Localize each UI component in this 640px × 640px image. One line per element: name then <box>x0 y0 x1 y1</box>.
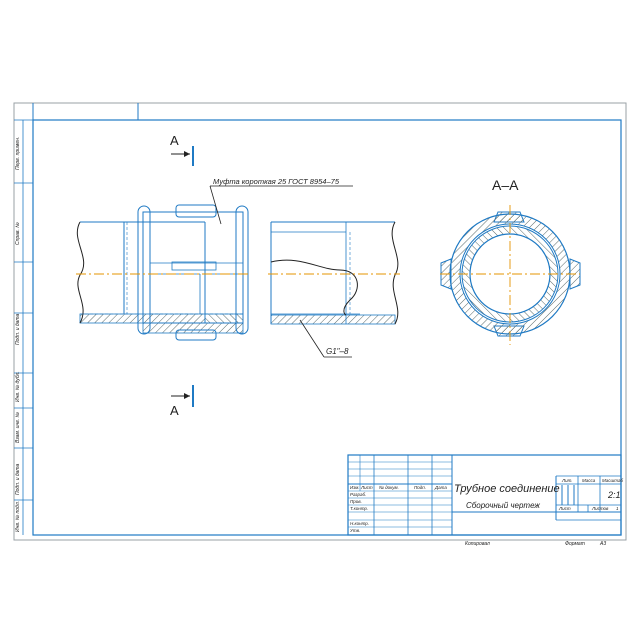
row-prov: Пров. <box>350 499 362 504</box>
label-thread: G1"–8 <box>326 347 349 356</box>
scale-label: Масштаб <box>602 478 623 483</box>
copied-label: Копировал <box>465 541 490 547</box>
right-pipe <box>268 221 400 325</box>
corner-box <box>32 103 139 121</box>
pipe-right-wall-hatch <box>270 314 396 325</box>
row-utv: Утв. <box>350 528 360 533</box>
document-type: Сборочный чертеж <box>466 501 540 510</box>
sheet-outer-border <box>13 102 627 541</box>
format-value: А3 <box>599 541 606 547</box>
coupling-body <box>142 211 244 324</box>
pipe-left-break <box>76 221 85 324</box>
coupling-hatch-bottom <box>142 322 244 334</box>
pipe-right-break <box>391 221 399 325</box>
side-cell-4: Взам. инв. № <box>15 411 21 443</box>
format-label: Формат <box>565 541 585 547</box>
col-doc: № докум. <box>379 485 399 490</box>
section-mark-top: А <box>170 133 194 166</box>
lit-label: Лит. <box>561 478 573 483</box>
sheets-label: Листов <box>591 506 609 511</box>
side-cell-5: Подп. и дата <box>15 463 21 495</box>
coupling-thread-hatch <box>204 313 244 324</box>
title-block <box>347 454 622 536</box>
section-letter-bottom: А <box>170 403 179 418</box>
sheet-frame <box>32 119 622 536</box>
section-view: А–А <box>440 177 581 345</box>
side-cell-1: Справ. № <box>15 222 21 245</box>
leader-thread: G1"–8 <box>299 319 352 358</box>
sheets-value: 1 <box>616 506 619 511</box>
leader-coupling: Муфта короткая 25 ГОСТ 8954–75 <box>209 177 353 225</box>
sheet-label: Лист <box>558 506 571 511</box>
coupling-hex <box>175 204 217 218</box>
section-title: А–А <box>492 177 519 193</box>
label-coupling: Муфта короткая 25 ГОСТ 8954–75 <box>213 177 340 186</box>
coupling-hex-bottom <box>175 329 217 341</box>
col-izm: Изм. <box>350 485 360 490</box>
section-mark-bottom: А <box>170 385 194 418</box>
side-strip-labels: Перв. примен. Справ. № Подп. и дата Инв.… <box>15 137 21 532</box>
section-letter-top: А <box>170 133 179 148</box>
col-data: Дата <box>434 485 447 490</box>
title-block-text: Изм. Лист № докум. Подп. Дата Разраб. Пр… <box>350 478 623 547</box>
side-cell-0: Перв. примен. <box>15 137 21 170</box>
col-podp: Подп. <box>414 485 426 490</box>
left-assembly <box>76 204 250 341</box>
local-section-break <box>270 259 358 316</box>
side-strip <box>14 119 33 535</box>
side-cell-3: Инв. № дубл. <box>15 371 21 402</box>
side-cell-6: Инв. № подл. <box>15 501 21 532</box>
coupling-collar-left <box>137 205 151 335</box>
row-nkontr: Н.контр. <box>350 521 369 526</box>
coupling-thread-mark <box>171 261 217 271</box>
mass-label: Масса <box>582 478 596 483</box>
drawing-name: Трубное соединение <box>454 483 560 495</box>
coupling-collar-right <box>235 205 249 335</box>
scale-value: 2:1 <box>607 490 621 500</box>
side-cell-2: Подп. и дата <box>15 313 21 345</box>
col-list: Лист <box>360 485 373 490</box>
row-razrab: Разраб. <box>350 492 366 497</box>
row-tkontr: Т.контр. <box>350 506 368 511</box>
